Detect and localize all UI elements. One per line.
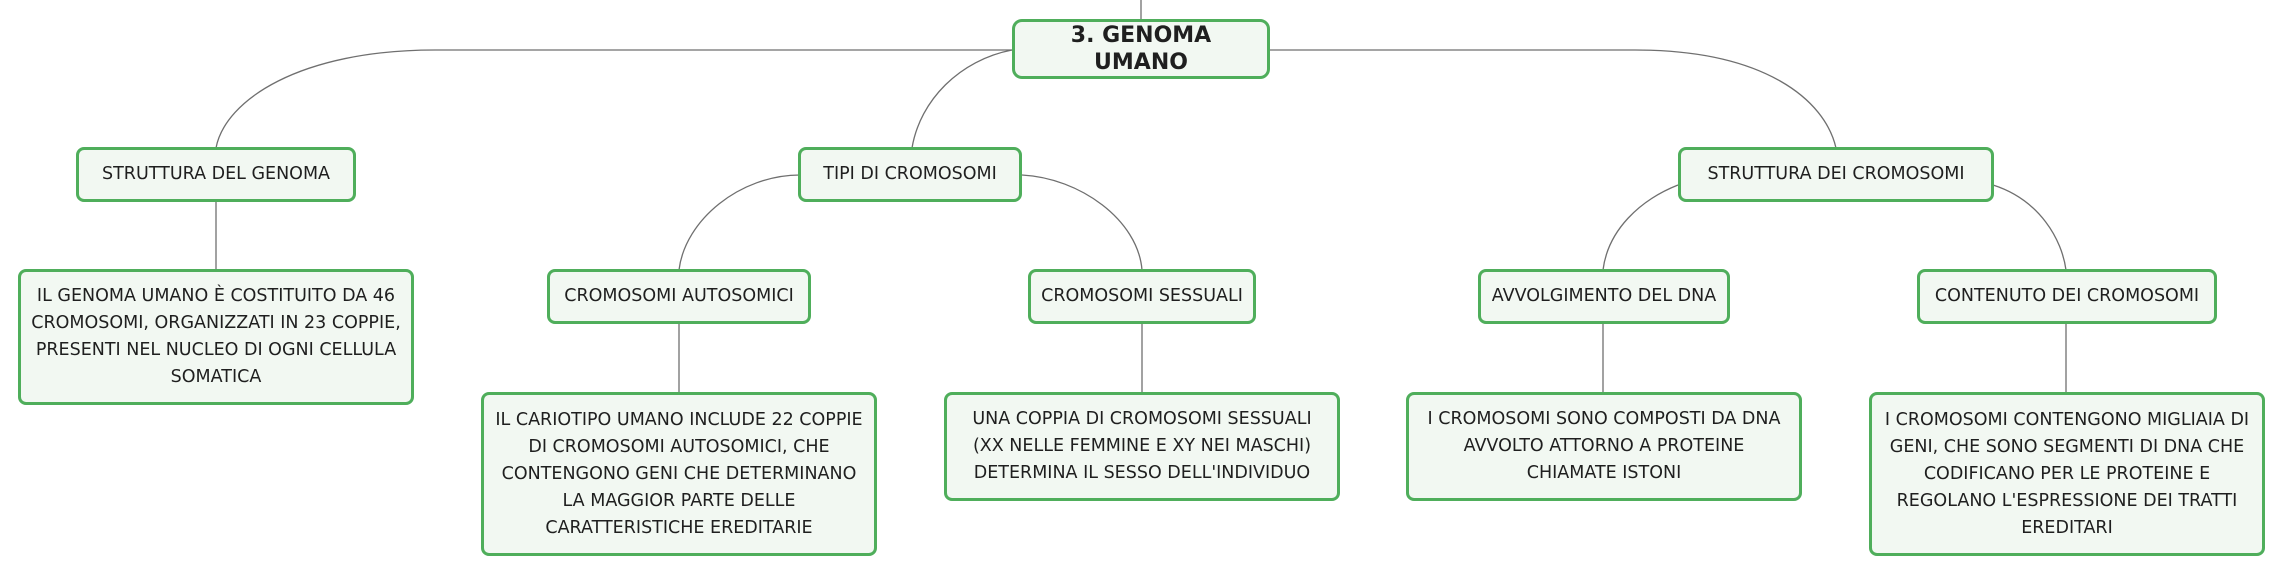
root-topic[interactable]: 3. GENOMA UMANO (1012, 19, 1270, 79)
root-topic-label: 3. GENOMA UMANO (1070, 23, 1212, 75)
connector-struttura-avvolgimento (1602, 184, 1679, 271)
topic-label: STRUTTURA DEL GENOMA (101, 164, 331, 184)
topic-label: TIPI DI CROMOSOMI (823, 164, 997, 184)
connector-root-genoma (215, 49, 1012, 149)
topic-struttura-dei-cromosomi[interactable]: STRUTTURA DEI CROMOSOMI (1678, 147, 1994, 202)
detail-text: IL CARIOTIPO UMANO INCLUDE 22 COPPIE DI … (495, 409, 863, 538)
connector-tipi-autosomici (678, 174, 801, 271)
subtopic-label: CROMOSOMI SESSUALI (1041, 286, 1243, 306)
subtopic-cromosomi-autosomici[interactable]: CROMOSOMI AUTOSOMICI (547, 269, 811, 324)
subtopic-contenuto-dei-cromosomi[interactable]: CONTENUTO DEI CROMOSOMI (1917, 269, 2217, 324)
connector-tipi-sessuali (1021, 174, 1143, 271)
topic-label: STRUTTURA DEI CROMOSOMI (1707, 164, 1965, 184)
subtopic-label: CROMOSOMI AUTOSOMICI (564, 286, 794, 306)
connector-root-struttura-cromosomi (1270, 49, 1837, 149)
detail-avvolgimento-del-dna[interactable]: I CROMOSOMI SONO COMPOSTI DA DNA AVVOLTO… (1406, 392, 1802, 501)
subtopic-cromosomi-sessuali[interactable]: CROMOSOMI SESSUALI (1028, 269, 1256, 324)
detail-cromosomi-sessuali[interactable]: UNA COPPIA DI CROMOSOMI SESSUALI (XX NEL… (944, 392, 1340, 501)
subtopic-label: CONTENUTO DEI CROMOSOMI (1934, 286, 2200, 306)
subtopic-label: AVVOLGIMENTO DEL DNA (1491, 286, 1717, 306)
detail-text: UNA COPPIA DI CROMOSOMI SESSUALI (XX NEL… (972, 409, 1312, 483)
detail-text: IL GENOMA UMANO È COSTITUITO DA 46 CROMO… (31, 286, 401, 387)
detail-text: I CROMOSOMI CONTENGONO MIGLIAIA DI GENI,… (1884, 409, 2250, 538)
detail-contenuto-dei-cromosomi[interactable]: I CROMOSOMI CONTENGONO MIGLIAIA DI GENI,… (1869, 392, 2265, 556)
connector-struttura-contenuto (1992, 184, 2067, 271)
connector-root-tipi (911, 49, 1013, 149)
detail-cromosomi-autosomici[interactable]: IL CARIOTIPO UMANO INCLUDE 22 COPPIE DI … (481, 392, 877, 556)
subtopic-avvolgimento-del-dna[interactable]: AVVOLGIMENTO DEL DNA (1478, 269, 1730, 324)
detail-struttura-del-genoma[interactable]: IL GENOMA UMANO È COSTITUITO DA 46 CROMO… (18, 269, 414, 405)
topic-tipi-di-cromosomi[interactable]: TIPI DI CROMOSOMI (798, 147, 1022, 202)
detail-text: I CROMOSOMI SONO COMPOSTI DA DNA AVVOLTO… (1427, 409, 1781, 483)
topic-struttura-del-genoma[interactable]: STRUTTURA DEL GENOMA (76, 147, 356, 202)
